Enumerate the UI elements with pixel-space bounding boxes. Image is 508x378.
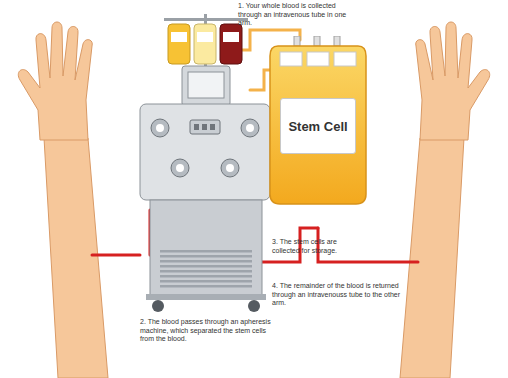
step-note: 1. Your whole blood is collected through…: [238, 2, 350, 28]
left-arm: [18, 22, 108, 378]
apheresis-machine: [140, 66, 270, 312]
bag-title: Stem Cell: [288, 119, 347, 134]
step-note: 4. The remainder of the blood is returne…: [272, 282, 412, 308]
step-note: 3. The stem cells are collected for stor…: [272, 238, 362, 255]
right-arm: [400, 22, 490, 378]
step-note: 2. The blood passes through an apheresis…: [140, 318, 280, 344]
stem-cell-bag: Stem Cell: [268, 36, 368, 206]
bag-label: Stem Cell: [280, 98, 355, 154]
